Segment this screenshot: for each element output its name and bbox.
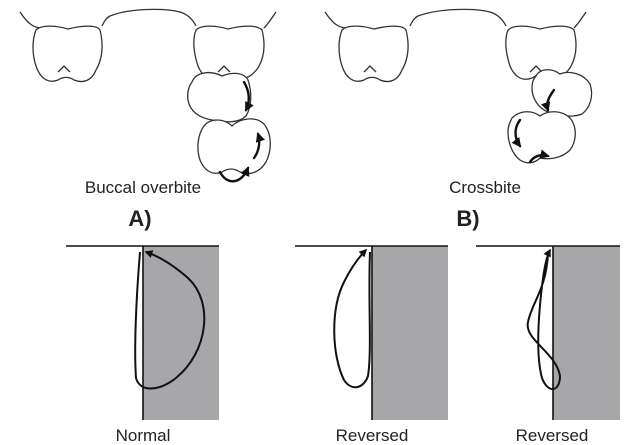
upper-jaw-outline-b — [325, 9, 586, 28]
shaded-region-reversed-1 — [372, 246, 448, 420]
panel-a-jaw-diagram — [20, 9, 276, 181]
trace-label-reversed-1: Reversed — [336, 426, 409, 445]
chewing-cycle-reversed-1 — [334, 250, 370, 387]
panel-b-jaw-diagram — [325, 9, 592, 162]
trace-reversed-1 — [295, 246, 448, 420]
lower-tooth-upper-b — [532, 70, 592, 116]
upper-tooth-left-b — [339, 26, 408, 81]
panel-b-caption: Crossbite — [449, 178, 521, 197]
trace-label-reversed-2: Reversed — [516, 426, 589, 445]
upper-jaw-outline-a — [20, 9, 276, 28]
upper-tooth-right-a — [194, 26, 264, 79]
shaded-region-reversed-2 — [553, 246, 620, 420]
trace-reversed-2 — [476, 246, 620, 420]
panel-a-caption: Buccal overbite — [85, 178, 201, 197]
lower-tooth-upper-a — [188, 73, 251, 122]
panel-a-letter: A) — [128, 206, 151, 231]
trace-label-normal: Normal — [116, 426, 171, 445]
trace-normal — [66, 246, 219, 420]
panel-b-letter: B) — [456, 206, 479, 231]
upper-tooth-left-a — [33, 26, 102, 81]
